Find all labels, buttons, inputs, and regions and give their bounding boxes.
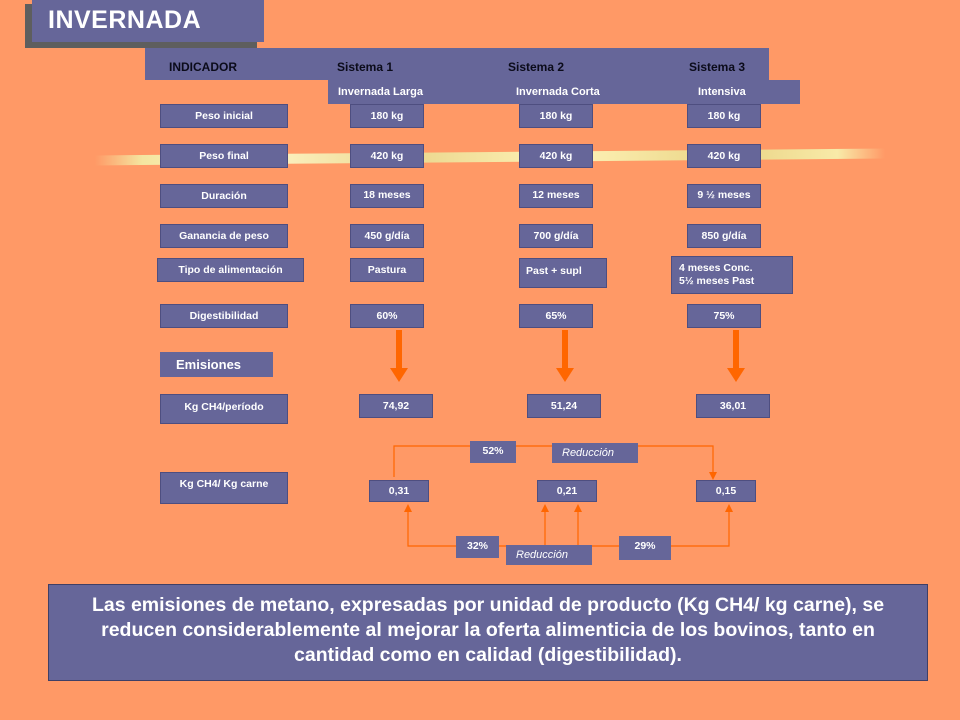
value-peso-inicial-s3: 180 kg <box>687 104 761 128</box>
value-digestibilidad-s1: 60% <box>350 304 424 328</box>
page-title: INVERNADA <box>32 0 264 42</box>
header-sistema-2: Sistema 2 <box>508 60 565 74</box>
label-ch4-carne: Kg CH4/ Kg carne <box>160 472 288 504</box>
value-ch4-periodo-s3: 36,01 <box>696 394 770 418</box>
value-ch4-periodo-s2: 51,24 <box>527 394 601 418</box>
table-subheader: Invernada Larga Invernada Corta Intensiv… <box>328 80 800 104</box>
value-alimentacion-s3-line2: 5½ meses Past <box>679 275 755 287</box>
label-ch4-periodo: Kg CH4/período <box>160 394 288 424</box>
conclusion-message: Las emisiones de metano, expresadas por … <box>48 584 928 681</box>
value-ganancia-s1: 450 g/día <box>350 224 424 248</box>
subheader-invernada-larga: Invernada Larga <box>338 86 423 98</box>
value-alimentacion-s3-line1: 4 meses Conc. <box>679 262 753 274</box>
value-digestibilidad-s3: 75% <box>687 304 761 328</box>
value-duracion-s2: 12 meses <box>519 184 593 208</box>
value-alimentacion-s1: Pastura <box>350 258 424 282</box>
value-alimentacion-s2: Past + supl <box>519 258 607 288</box>
header-sistema-1: Sistema 1 <box>337 60 394 74</box>
down-arrow-s1 <box>390 330 408 382</box>
value-peso-inicial-s1: 180 kg <box>350 104 424 128</box>
subheader-intensiva: Intensiva <box>698 86 746 98</box>
value-peso-inicial-s2: 180 kg <box>519 104 593 128</box>
value-ganancia-s2: 700 g/día <box>519 224 593 248</box>
value-ch4-carne-s3: 0,15 <box>696 480 756 502</box>
down-arrow-s3 <box>727 330 745 382</box>
value-ch4-periodo-s1: 74,92 <box>359 394 433 418</box>
reduction-top-label: Reducción <box>552 443 638 463</box>
value-digestibilidad-s2: 65% <box>519 304 593 328</box>
value-ch4-carne-s1: 0,31 <box>369 480 429 502</box>
value-peso-final-s2: 420 kg <box>519 144 593 168</box>
value-alimentacion-s3: 4 meses Conc. 5½ meses Past <box>671 256 793 294</box>
value-ganancia-s3: 850 g/día <box>687 224 761 248</box>
value-ch4-carne-s2: 0,21 <box>537 480 597 502</box>
reduction-bottom-label: Reducción <box>506 545 592 565</box>
table-header: INDICADOR Sistema 1 Sistema 2 Sistema 3 <box>145 48 769 80</box>
header-indicador: INDICADOR <box>169 60 237 74</box>
emisiones-label: Emisiones <box>160 352 273 377</box>
label-ganancia-de-peso: Ganancia de peso <box>160 224 288 248</box>
label-tipo-alimentacion: Tipo de alimentación <box>157 258 304 282</box>
value-peso-final-s3: 420 kg <box>687 144 761 168</box>
reduction-top-pct: 52% <box>470 441 516 463</box>
value-duracion-s3: 9 ½ meses <box>687 184 761 208</box>
header-sistema-3: Sistema 3 <box>689 60 746 74</box>
label-peso-inicial: Peso inicial <box>160 104 288 128</box>
reduction-bottom-right-pct: 29% <box>619 536 671 560</box>
reduction-bottom-left-pct: 32% <box>456 536 499 558</box>
reduction-loop-top <box>393 445 717 480</box>
down-arrow-s2 <box>556 330 574 382</box>
subheader-invernada-corta: Invernada Corta <box>516 86 600 98</box>
label-duracion: Duración <box>160 184 288 208</box>
label-digestibilidad: Digestibilidad <box>160 304 288 328</box>
value-duracion-s1: 18 meses <box>350 184 424 208</box>
label-peso-final: Peso final <box>160 144 288 168</box>
value-peso-final-s1: 420 kg <box>350 144 424 168</box>
